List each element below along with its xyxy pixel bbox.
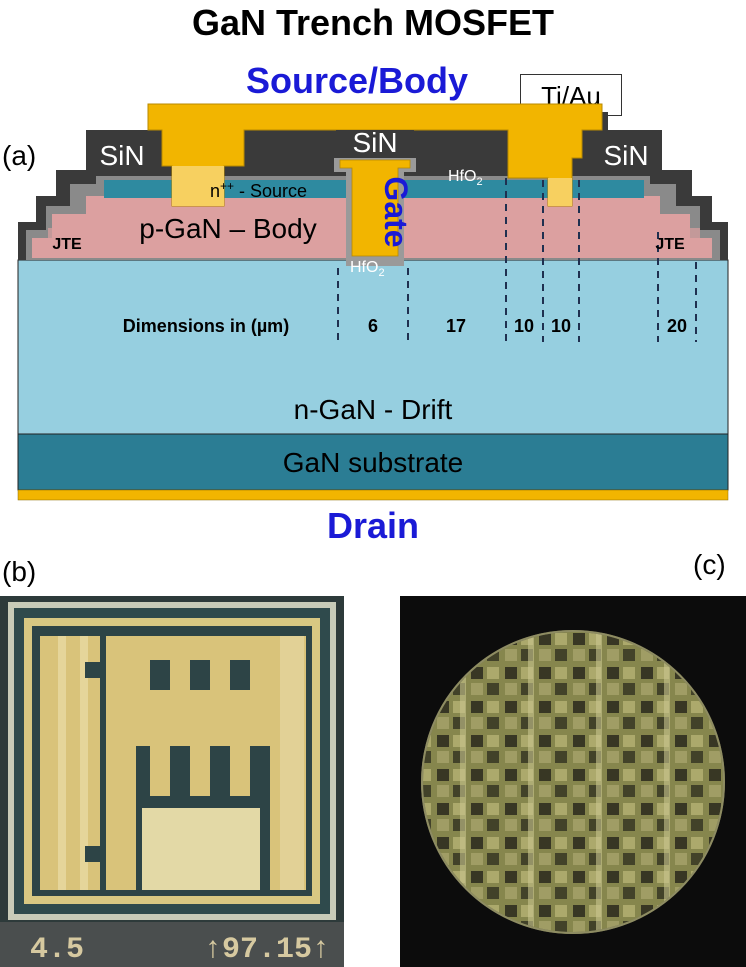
jte-left-region	[48, 228, 86, 254]
p-gan-body-label: p-GaN – Body	[139, 213, 316, 244]
dimension-value: 10	[514, 316, 534, 336]
sin-right-label: SiN	[603, 140, 648, 171]
sin-center-cap	[336, 130, 414, 160]
readout-left: 4.5	[30, 933, 84, 967]
source-body-metal	[147, 103, 603, 207]
gan-substrate-layer	[17, 433, 729, 491]
sin-left-label: SiN	[99, 140, 144, 171]
hfo2-bottom-label: HfO2	[350, 259, 385, 279]
panel-b-label: (b)	[2, 556, 37, 587]
drain-label: Drain	[326, 505, 420, 546]
substrate-label: GaN substrate	[283, 447, 464, 478]
gate-label: Gate	[378, 176, 414, 247]
source-contact-left	[172, 166, 224, 206]
dimension-value: 10	[551, 316, 571, 336]
panel-c-label: (c)	[693, 549, 726, 580]
panel-a-label: (a)	[2, 140, 37, 171]
dimension-value: 17	[446, 316, 466, 336]
jte-right-label: JTE	[655, 236, 685, 253]
jte-left-label: JTE	[52, 236, 82, 253]
wafer-photo	[400, 596, 746, 967]
n-gan-drift-layer	[17, 259, 729, 435]
readout-right: ↑97.15↑	[204, 933, 330, 967]
drain-metal	[17, 489, 729, 501]
dimension-value: 6	[368, 316, 378, 336]
trench-mosfet-cross-section: SiN SiN SiN Gate HfO2 HfO2 n++ - Source …	[17, 103, 729, 501]
dimension-lines	[337, 178, 697, 342]
n-source-label: n++ - Source	[210, 179, 307, 201]
figure-title: GaN Trench MOSFET	[191, 2, 555, 43]
source-body-label: Source/Body	[246, 60, 469, 101]
dimension-value: 20	[667, 316, 687, 336]
sin-center-label: SiN	[352, 127, 397, 158]
dimensions-label: Dimensions in (µm)	[123, 316, 289, 336]
device-micrograph: 4.5 ↑97.15↑	[0, 596, 344, 967]
source-contact-right	[548, 178, 572, 206]
gate-metal	[339, 159, 411, 257]
hfo2-top-label: HfO2	[448, 168, 483, 188]
drift-label: n-GaN - Drift	[294, 394, 453, 425]
jte-right-region	[660, 228, 700, 254]
